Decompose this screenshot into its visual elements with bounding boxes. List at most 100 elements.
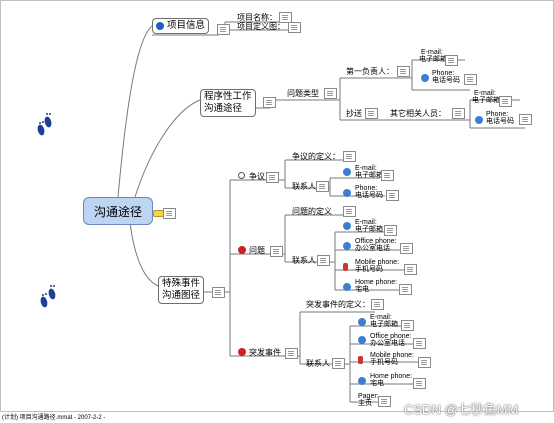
phone-value: 电话号码 [355,192,383,199]
email-label: E-mail: [355,165,377,172]
note-icon [266,172,279,183]
phone-icon [475,116,483,124]
email-label: E-mail: [421,49,443,56]
mobile-phone-label: Mobile phone: [355,259,399,266]
phone-value: 电话号码 [486,118,514,125]
note-icon [316,181,329,192]
project-name-label: 项目名称： [237,13,277,22]
dispute-contact-label: 联系人 [292,182,316,191]
footprints-icon-bottom [40,285,56,308]
dispute-definition-label: 争议的定义： [292,152,340,161]
note-icon [163,208,176,219]
alert-icon [238,348,246,356]
phone-icon [343,189,351,197]
email-icon [358,318,366,326]
email-label: E-mail: [355,219,377,226]
note-icon [399,284,412,295]
note-icon [288,22,301,33]
note-icon [413,378,426,389]
note-icon [212,287,225,298]
stop-icon [238,246,246,254]
note-icon [401,320,414,331]
note-icon [499,96,512,107]
note-icon [464,74,477,85]
note-icon [519,114,532,125]
root-node[interactable]: 沟通途径 [83,197,153,225]
office-phone-label: Office phone: [355,238,397,245]
note-icon [418,357,431,368]
home-phone-label: Home phone: [370,373,413,380]
issue-contact-label: 联系人 [292,256,316,265]
email-value: 电子邮箱 [419,56,447,63]
mobile-phone-value: 手机号码 [370,359,398,366]
primary-owner-label: 第一负责人： [346,67,394,76]
branch-project-info[interactable]: 项目信息 [152,18,210,34]
issue-definition-label: 问题的定义 [292,207,332,216]
footer-text: (计划) 项目沟通路径.mmat - 2007-2-2 - [2,415,106,421]
other-people-label: 其它相关人员： [390,109,446,118]
phone-label: Phone: [355,185,378,192]
branch-special[interactable]: 特殊事件 沟通图径 [158,276,205,304]
note-icon [371,299,384,310]
note-icon [365,108,378,119]
project-definition-label: 项目定义图： [237,22,285,31]
phone-value: 电话号码 [432,77,460,84]
note-icon [317,255,330,266]
email-value: 电子邮箱 [355,226,383,233]
home-phone-value: 宅电 [355,286,369,293]
office-phone-value: 办公室电话 [370,340,405,347]
phone-icon [421,74,429,82]
phone-label: Phone: [486,111,509,118]
note-icon [263,97,276,108]
note-icon [381,170,394,181]
office-phone-label: Office phone: [370,333,412,340]
emergency-contact-label: 联系人 [306,359,330,368]
cc-label: 抄送 [346,109,362,118]
note-icon [324,88,337,99]
home-phone-icon [343,283,351,291]
phone-icon [343,242,351,250]
phone-icon [358,336,366,344]
note-icon [384,225,397,236]
email-value: 电子邮箱 [355,172,383,179]
office-phone-value: 办公室电话 [355,245,390,252]
note-icon [285,348,298,359]
note-icon [332,358,345,369]
home-phone-value: 宅电 [370,380,384,387]
note-icon [343,206,356,217]
emergency-label: 突发事件 [249,348,281,357]
mobile-icon [343,263,348,271]
email-label: E-mail: [474,90,496,97]
home-phone-icon [358,377,366,385]
pager-value: 主页 [358,400,372,407]
home-phone-label: Home phone: [355,279,398,286]
magnifier-icon [238,172,245,179]
email-value: 电子邮箱 [472,97,500,104]
branch-routine[interactable]: 程序性工作 沟通途径 [200,89,256,117]
issue-label: 问题 [249,246,265,255]
mobile-phone-value: 手机号码 [355,266,383,273]
email-label: E-mail: [370,314,392,321]
pager-label: Pager: [358,393,379,400]
note-icon [445,55,458,66]
note-icon [386,190,399,201]
footprints-icon-top [37,113,52,136]
note-icon [400,243,413,254]
note-icon [452,108,465,119]
note-icon [404,264,417,275]
email-icon [343,168,351,176]
note-icon [378,396,391,407]
note-icon [413,338,426,349]
dispute-label: 争议 [249,172,265,181]
note-icon [217,24,230,35]
mobile-icon [358,356,363,364]
watermark: CSDN @七秒鱼MM [404,402,519,417]
phone-label: Phone: [432,70,455,77]
info-icon [156,22,164,30]
mobile-phone-label: Mobile phone: [370,352,414,359]
note-icon [279,12,292,23]
email-value: 电子邮箱 [370,321,398,328]
issue-type-label: 问题类型 [287,89,319,98]
note-icon [270,246,283,257]
note-icon [343,151,356,162]
